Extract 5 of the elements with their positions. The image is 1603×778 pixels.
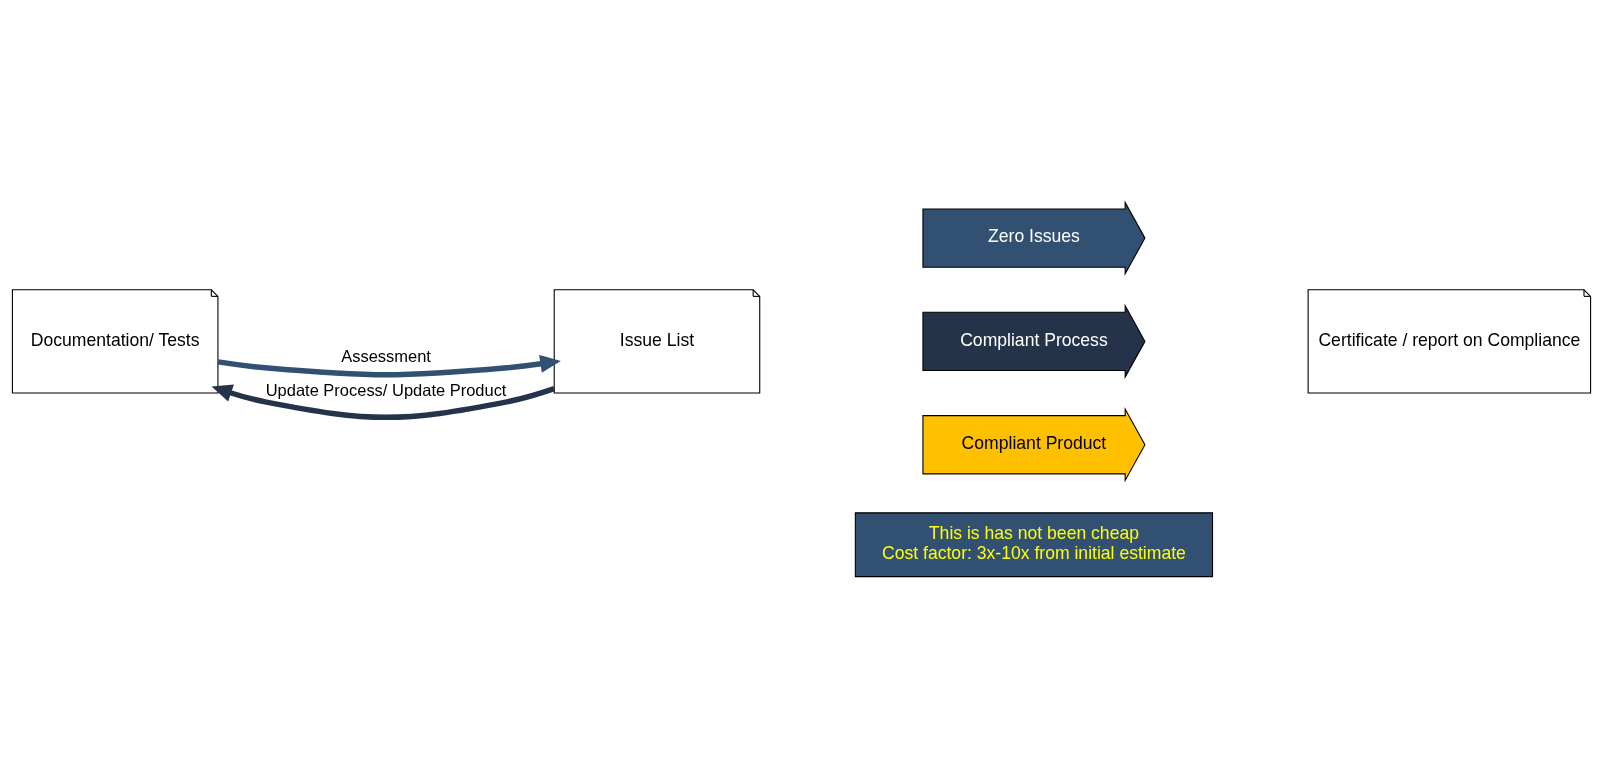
arrow — [217, 354, 561, 378]
node-box: This is has not been cheap Cost factor: 3x-10x from initial estimate — [854, 511, 1214, 577]
edge-label: Update Process/ Update Product — [265, 380, 507, 399]
edge-label: Assessment — [341, 346, 431, 365]
arrow — [211, 384, 555, 420]
